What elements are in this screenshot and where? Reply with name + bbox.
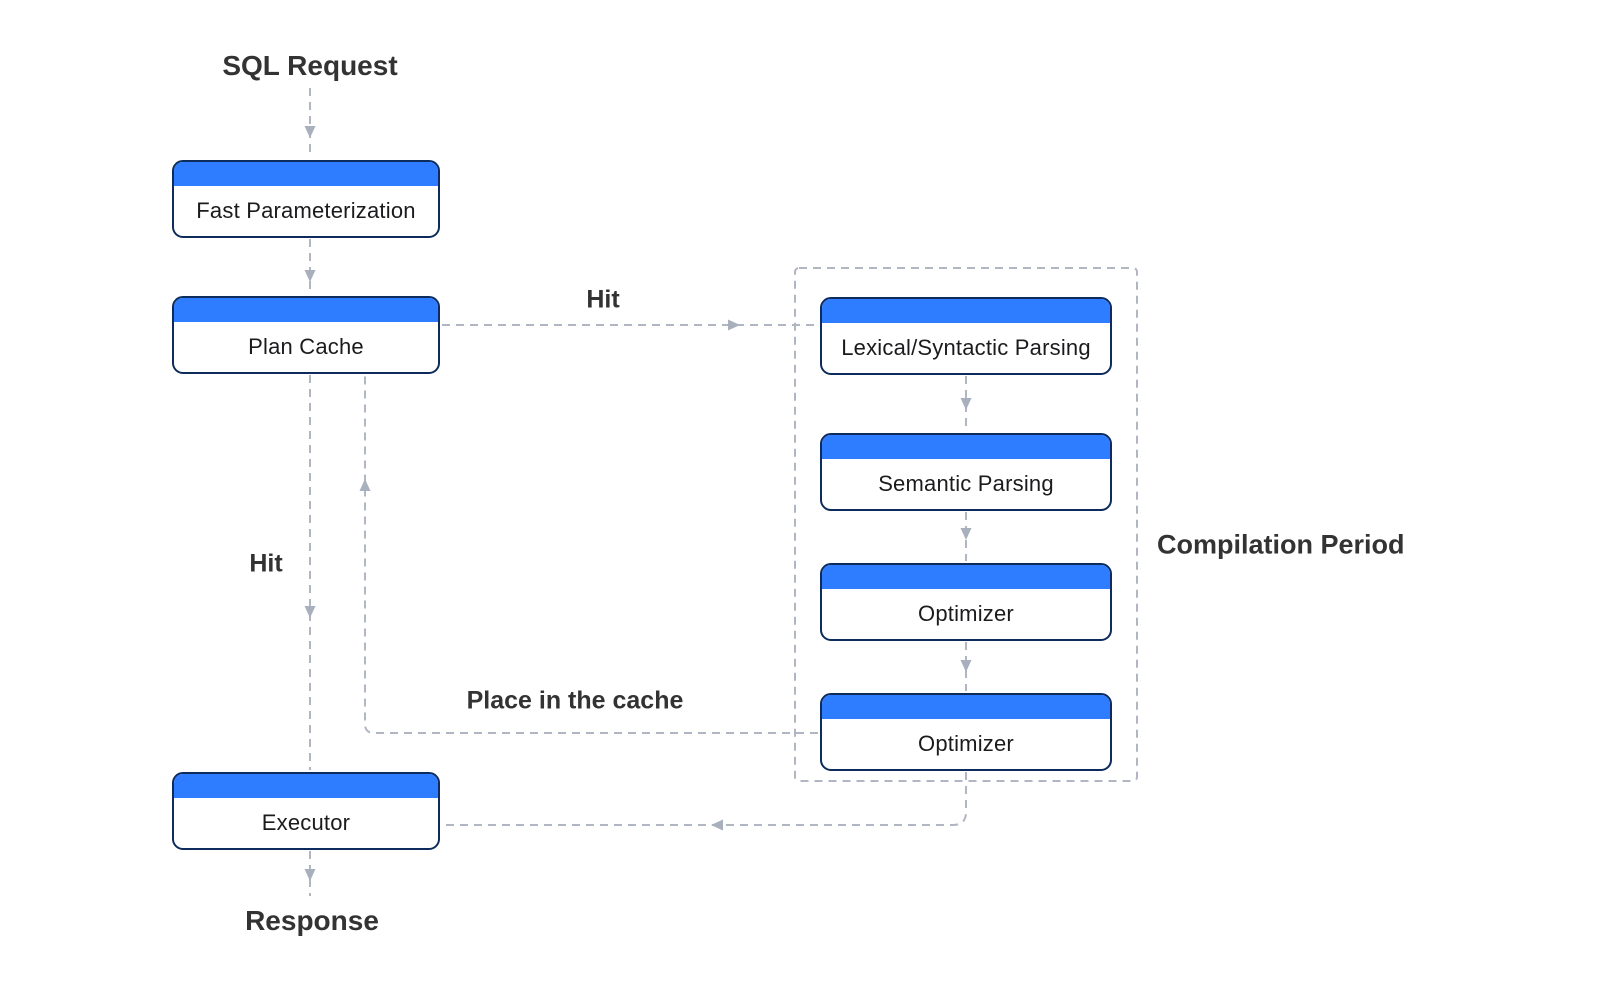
arrow-down-icon — [304, 126, 316, 138]
node-semantic-parsing: Semantic Parsing — [820, 433, 1112, 511]
node-executor: Executor — [172, 772, 440, 850]
edge-label-place-in-the-cache: Place in the cache — [466, 686, 684, 715]
node-label-executor: Executor — [261, 810, 351, 835]
node-label-plan-cache: Plan Cache — [248, 334, 364, 359]
edge-fastparam-to-plancache — [304, 239, 316, 294]
edge-optimizer2-to-executor — [442, 772, 967, 831]
arrow-right-icon — [728, 319, 740, 331]
node-header-bar — [822, 565, 1110, 589]
compilation-period-container — [794, 267, 1138, 782]
edge-sqlrequest-to-fastparam — [304, 88, 316, 158]
node-label-optimizer-2: Optimizer — [918, 731, 1014, 756]
edge-semantic-to-optimizer1 — [960, 512, 972, 561]
compilation-period-label: Compilation Period — [1157, 529, 1405, 560]
node-header-bar — [822, 299, 1110, 323]
node-header-bar — [174, 298, 438, 322]
edge-optimizer1-to-optimizer2 — [960, 642, 972, 691]
arrow-down-icon — [960, 398, 972, 410]
node-body: Semantic Parsing — [822, 459, 1110, 509]
arrow-down-icon — [304, 606, 316, 618]
arrow-down-icon — [304, 270, 316, 282]
node-body: Plan Cache — [174, 322, 438, 372]
node-header-bar — [174, 774, 438, 798]
node-plan-cache: Plan Cache — [172, 296, 440, 374]
node-header-bar — [822, 435, 1110, 459]
node-body: Fast Parameterization — [174, 186, 438, 236]
node-body: Optimizer — [822, 589, 1110, 639]
node-label-optimizer-1: Optimizer — [918, 601, 1014, 626]
node-fast-parameterization: Fast Parameterization — [172, 160, 440, 238]
node-label-semantic-parsing: Semantic Parsing — [878, 471, 1054, 496]
node-optimizer-2: Optimizer — [820, 693, 1112, 771]
start-label: SQL Request — [222, 50, 398, 81]
arrow-down-icon — [304, 869, 316, 881]
arrow-down-icon — [960, 528, 972, 540]
node-lexical-syntactic-parsing: Lexical/Syntactic Parsing — [820, 297, 1112, 375]
node-body: Optimizer — [822, 719, 1110, 769]
arrow-left-icon — [711, 819, 723, 831]
edge-label-hit-to-executor: Hit — [249, 549, 283, 578]
edge-plancache-to-executor — [304, 375, 316, 770]
end-label: Response — [245, 905, 379, 936]
arrow-down-icon — [960, 660, 972, 672]
edge-label-hit-to-parsing: Hit — [586, 285, 620, 314]
arrow-up-icon — [359, 479, 371, 491]
edge-optimizer-to-plancache — [359, 375, 818, 734]
edge-lexical-to-semantic — [960, 376, 972, 431]
node-body: Lexical/Syntactic Parsing — [822, 323, 1110, 373]
node-header-bar — [174, 162, 438, 186]
node-label-lexical-syntactic-parsing: Lexical/Syntactic Parsing — [841, 335, 1091, 360]
node-optimizer-1: Optimizer — [820, 563, 1112, 641]
edge-plancache-to-parsing — [442, 319, 817, 331]
node-label-fast-parameterization: Fast Parameterization — [196, 198, 416, 223]
edge-executor-to-response — [304, 851, 316, 896]
node-body: Executor — [174, 798, 438, 848]
node-header-bar — [822, 695, 1110, 719]
